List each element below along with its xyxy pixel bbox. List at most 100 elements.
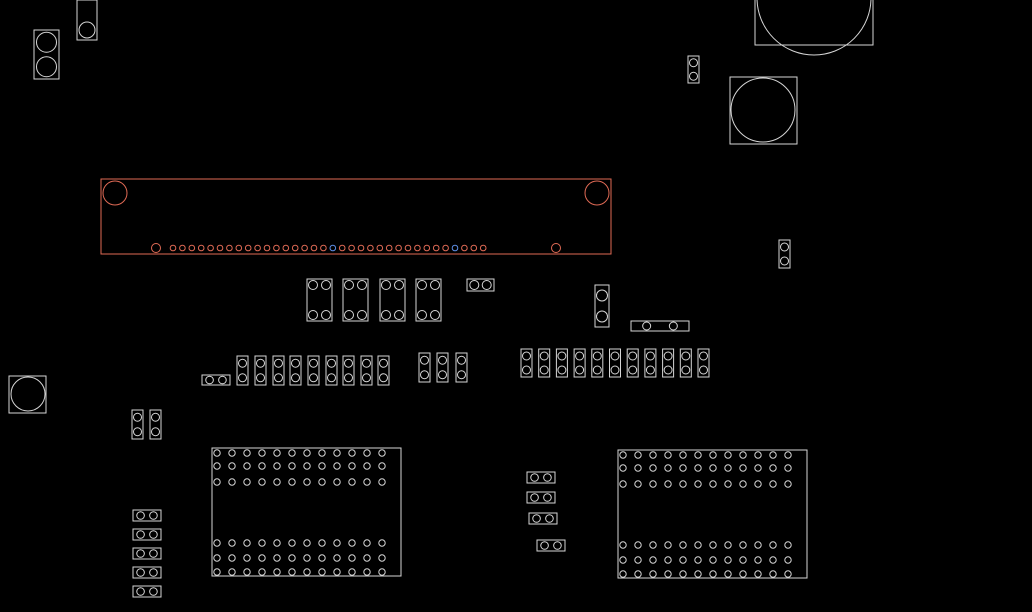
pad xyxy=(543,493,552,502)
pad xyxy=(545,514,554,523)
pad xyxy=(540,541,549,550)
single-pad-part[interactable] xyxy=(76,0,98,41)
two-pin-part[interactable] xyxy=(526,471,556,484)
pad xyxy=(784,541,792,549)
pad xyxy=(420,370,429,380)
resistor[interactable] xyxy=(289,355,302,386)
two-pin-part[interactable] xyxy=(201,374,231,386)
round-component[interactable] xyxy=(8,375,47,414)
two-pin-part[interactable] xyxy=(33,29,60,80)
two-pin-part[interactable] xyxy=(132,547,162,560)
pad xyxy=(628,351,638,361)
resistor[interactable] xyxy=(609,348,621,378)
connector-pin xyxy=(291,244,299,252)
footprint-outline xyxy=(630,320,690,332)
pad xyxy=(258,554,266,562)
pad xyxy=(213,449,221,457)
resistor[interactable] xyxy=(436,352,449,383)
two-pin-part[interactable] xyxy=(778,239,791,269)
square-pad-part[interactable] xyxy=(379,278,406,322)
two-pin-part[interactable] xyxy=(132,509,162,522)
pad xyxy=(694,556,702,564)
pad xyxy=(36,56,57,78)
resistor[interactable] xyxy=(307,355,320,386)
pad xyxy=(699,365,708,375)
connector-pin xyxy=(470,244,478,252)
pad xyxy=(679,451,687,459)
pad xyxy=(754,451,762,459)
pad xyxy=(303,478,311,486)
footprint-outline xyxy=(679,348,692,378)
pad xyxy=(303,449,311,457)
resistor[interactable] xyxy=(573,348,586,378)
resistor[interactable] xyxy=(360,355,373,386)
resistor[interactable] xyxy=(662,348,675,378)
two-pin-part[interactable] xyxy=(466,278,495,292)
square-pad-part[interactable] xyxy=(306,278,333,322)
two-pin-part[interactable] xyxy=(149,409,162,440)
pad xyxy=(664,556,672,564)
resistor[interactable] xyxy=(272,355,285,386)
two-pin-part[interactable] xyxy=(528,512,558,525)
two-pin-part[interactable] xyxy=(132,585,162,598)
round-component[interactable] xyxy=(754,0,874,56)
pad xyxy=(634,541,642,549)
connector-pin xyxy=(235,244,243,252)
pad xyxy=(530,493,539,502)
pad xyxy=(288,462,296,470)
pad xyxy=(610,351,620,361)
pad xyxy=(769,541,777,549)
resistor[interactable] xyxy=(626,348,639,378)
pad xyxy=(379,358,388,368)
dip-module[interactable] xyxy=(617,449,808,579)
resistor[interactable] xyxy=(325,355,338,386)
dip-module[interactable] xyxy=(211,447,402,577)
pad xyxy=(243,554,251,562)
resistor[interactable] xyxy=(555,348,568,378)
two-pin-part[interactable] xyxy=(131,409,144,440)
resistor[interactable] xyxy=(591,348,604,378)
pad xyxy=(243,568,251,576)
pad xyxy=(348,568,356,576)
resistor[interactable] xyxy=(520,348,533,378)
resistor[interactable] xyxy=(236,355,249,386)
resistor[interactable] xyxy=(418,352,431,383)
resistor[interactable] xyxy=(377,355,390,386)
pad xyxy=(724,451,732,459)
pad xyxy=(784,464,792,472)
square-pad-part[interactable] xyxy=(342,278,369,322)
pad xyxy=(378,568,386,576)
square-pad-part[interactable] xyxy=(415,278,442,322)
resistor[interactable] xyxy=(455,352,468,383)
pad xyxy=(780,242,789,252)
resistor[interactable] xyxy=(697,348,710,378)
connector-pin xyxy=(169,244,177,252)
connector-selected[interactable] xyxy=(100,178,612,255)
resistor[interactable] xyxy=(538,348,551,378)
resistor[interactable] xyxy=(679,348,692,378)
pad xyxy=(133,427,142,437)
pad xyxy=(645,365,655,375)
footprint-outline xyxy=(555,348,568,378)
pad xyxy=(228,449,236,457)
pad xyxy=(694,570,702,578)
two-pin-part[interactable] xyxy=(132,566,162,579)
connector-pin xyxy=(414,244,421,252)
pad xyxy=(679,570,687,578)
two-pin-part[interactable] xyxy=(526,491,556,504)
two-pin-part[interactable] xyxy=(536,539,566,552)
pad xyxy=(664,541,672,549)
two-pin-part[interactable] xyxy=(687,55,700,84)
resistor[interactable] xyxy=(254,355,267,386)
two-pin-part[interactable] xyxy=(594,284,610,328)
two-pin-part[interactable] xyxy=(132,528,162,541)
pad xyxy=(699,351,708,361)
two-pin-part[interactable] xyxy=(630,320,690,332)
pad xyxy=(709,480,717,488)
pad xyxy=(151,412,160,422)
resistor[interactable] xyxy=(342,355,355,386)
connector-pin xyxy=(310,244,318,252)
round-component[interactable] xyxy=(729,76,798,145)
resistor[interactable] xyxy=(644,348,657,378)
